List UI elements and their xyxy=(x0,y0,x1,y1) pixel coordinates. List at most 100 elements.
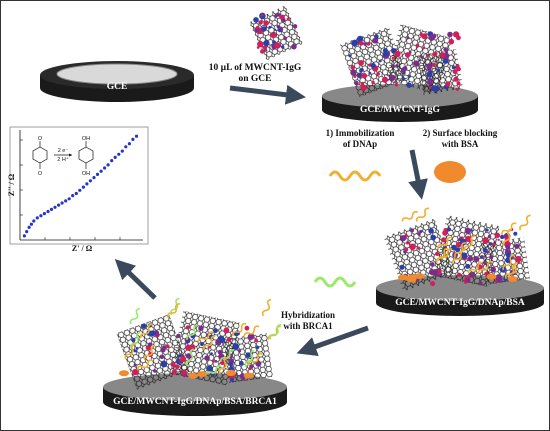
igg-molecule xyxy=(207,345,211,349)
dna-strand xyxy=(186,324,198,341)
igg-molecule xyxy=(515,255,522,263)
igg-molecule xyxy=(147,342,153,347)
igg-molecule xyxy=(400,67,406,73)
igg-molecule xyxy=(356,72,362,78)
nyquist-point xyxy=(32,219,36,223)
inset-x-ticks xyxy=(44,237,121,240)
igg-molecule xyxy=(260,49,265,54)
igg-molecule xyxy=(214,359,218,363)
igg-molecule xyxy=(278,29,281,33)
igg-molecule xyxy=(253,17,259,23)
igg-molecule xyxy=(255,360,262,367)
igg-molecule xyxy=(487,234,492,239)
igg-molecule xyxy=(432,51,438,57)
igg-molecule xyxy=(274,42,281,49)
igg-molecule xyxy=(232,343,240,350)
igg-molecule xyxy=(465,263,471,269)
nyquist-point xyxy=(117,152,121,156)
igg-molecule xyxy=(132,368,139,376)
igg-molecule xyxy=(469,272,476,278)
bsa-molecule xyxy=(486,273,497,280)
igg-molecule xyxy=(417,232,421,236)
igg-molecule xyxy=(482,237,489,245)
igg-molecule xyxy=(257,40,264,48)
igg-molecule xyxy=(382,51,389,57)
igg-molecule xyxy=(350,65,355,70)
igg-molecule xyxy=(153,369,157,373)
igg-molecule xyxy=(350,69,357,76)
igg-molecule xyxy=(273,28,277,31)
igg-molecule xyxy=(486,250,490,254)
step3-line2: with BRCA1 xyxy=(283,321,333,331)
dna-strand xyxy=(143,344,156,361)
igg-molecule xyxy=(403,247,409,252)
igg-molecule xyxy=(485,228,489,232)
igg-molecule xyxy=(456,66,461,72)
igg-molecule xyxy=(135,347,139,350)
igg-molecule xyxy=(175,364,180,369)
igg-molecule xyxy=(268,25,272,29)
igg-molecule xyxy=(160,361,168,368)
dna-strand xyxy=(247,352,263,366)
igg-molecule xyxy=(491,242,496,246)
igg-molecule xyxy=(489,255,494,260)
igg-molecule xyxy=(460,252,468,259)
final-electrode-label: GCE/MWCNT-IgG/DNAp/BSA/BRCA1 xyxy=(113,397,277,407)
igg-molecule xyxy=(363,42,367,46)
igg-molecule xyxy=(263,20,269,26)
igg-molecule xyxy=(513,231,518,236)
igg-molecule xyxy=(439,52,446,59)
igg-molecule xyxy=(436,68,441,73)
nyquist-point xyxy=(60,201,64,205)
igg-molecule xyxy=(376,72,381,76)
dna-strand xyxy=(170,297,180,316)
igg-molecule xyxy=(489,242,493,246)
nyquist-inset: Z' / Ω Z'' / Ω O O 2 e⁻ 2 H⁺ OH OH xyxy=(7,126,149,253)
igg-molecule xyxy=(409,243,416,251)
igg-molecule xyxy=(165,344,170,349)
nyquist-point xyxy=(39,214,43,218)
dna-strand xyxy=(185,348,194,367)
igg-molecule xyxy=(200,342,204,347)
nyquist-point xyxy=(35,216,39,220)
igg-molecule xyxy=(189,344,196,351)
igg-molecule xyxy=(354,80,359,86)
igg-molecule xyxy=(500,234,505,240)
igg-molecule xyxy=(451,244,457,251)
igg-molecule xyxy=(359,68,363,73)
igg-molecule xyxy=(496,276,503,283)
igg-molecule xyxy=(391,48,395,52)
igg-molecule xyxy=(358,60,364,66)
igg-molecule xyxy=(211,359,215,363)
step2b-line1: 2) Surface blocking xyxy=(423,128,498,138)
dna-strand xyxy=(269,323,282,340)
igg-molecule xyxy=(430,262,435,267)
nyquist-point xyxy=(42,212,47,216)
igg-molecule xyxy=(447,31,453,38)
igg-molecule xyxy=(490,266,497,273)
igg-molecule xyxy=(348,54,352,58)
quinone-o-bottom: O xyxy=(38,171,43,177)
igg-molecule xyxy=(417,246,421,250)
bsa-molecule xyxy=(397,274,408,281)
igg-molecule xyxy=(456,35,461,41)
igg-molecule xyxy=(360,81,365,86)
igg-molecule xyxy=(198,325,204,331)
igg-molecule xyxy=(420,55,423,59)
igg-molecule xyxy=(292,24,298,29)
brca1-strand xyxy=(313,276,357,288)
modified-electrode: GCE/MWCNT-IgG xyxy=(322,24,478,122)
igg-molecule xyxy=(401,77,405,81)
dna-strand xyxy=(451,249,465,265)
igg-molecule xyxy=(181,369,188,376)
igg-molecule xyxy=(406,241,410,245)
igg-molecule xyxy=(482,247,488,253)
igg-molecule xyxy=(351,39,359,47)
quinone-reaction-scheme: O O 2 e⁻ 2 H⁺ OH OH xyxy=(32,136,94,177)
nyquist-point xyxy=(120,149,124,153)
igg-molecule xyxy=(180,356,187,363)
igg-molecule xyxy=(186,339,190,344)
dna-strand xyxy=(136,359,154,370)
igg-molecule xyxy=(431,269,439,276)
igg-molecule xyxy=(368,71,372,75)
